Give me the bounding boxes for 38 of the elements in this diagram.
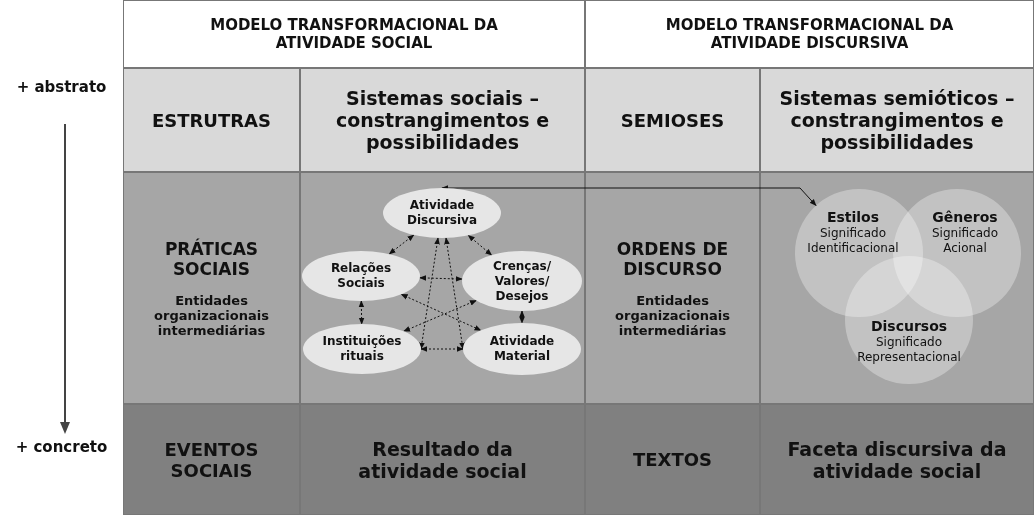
- axis-label: + concreto: [14, 438, 109, 456]
- node-title: Instituições rituais: [321, 334, 403, 364]
- arrow: [358, 300, 365, 325]
- arrow: [519, 310, 525, 324]
- node-text: Significado Acional: [931, 226, 999, 256]
- cell-text: Sistemas sociais – constrangimentos e possibilidades: [334, 87, 551, 153]
- arrow: [444, 237, 465, 350]
- row-label: PRÁTICAS SOCIAIS: [163, 238, 260, 279]
- node-title: Atividade Material: [488, 334, 556, 364]
- cell-text: Faceta discursiva da atividade social: [786, 437, 1008, 482]
- arrow: [419, 237, 440, 350]
- cell-subtext: Entidades organizacionais intermediárias: [153, 292, 270, 338]
- node-text: Significado Identificacional: [806, 226, 900, 256]
- row-label: SEMIOSES: [620, 109, 725, 131]
- node-text: Significado Representacional: [856, 335, 962, 365]
- arrow: [419, 275, 463, 282]
- row-label: ORDENS DE DISCURSO: [615, 238, 730, 279]
- header-text: MODELO TRANSFORMACIONAL DA ATIVIDADE SOCIAL: [209, 16, 499, 52]
- axis-label: + abstrato: [15, 78, 108, 96]
- row-label: EVENTOS SOCIAIS: [163, 438, 260, 481]
- header-text: MODELO TRANSFORMACIONAL DA ATIVIDADE DISCURSIVA: [664, 16, 955, 52]
- row-label: ESTRUTRAS: [151, 109, 272, 131]
- arrow: [467, 234, 493, 256]
- node-title: Crenças/ Valores/ Desejos: [491, 258, 553, 304]
- arrow: [441, 185, 817, 207]
- node-title: Gêneros: [931, 209, 999, 226]
- node-title: Atividade Discursiva: [406, 198, 478, 228]
- cell-subtext: Entidades organizacionais intermediárias: [614, 292, 731, 338]
- arrow: [388, 234, 415, 255]
- row-label: TEXTOS: [633, 449, 712, 470]
- node-title: Discursos: [869, 318, 949, 335]
- arrow: [420, 346, 464, 352]
- cell-text: Resultado da atividade social: [357, 437, 528, 482]
- cell-text: Sistemas semióticos – constrangimentos e possibilidades: [778, 87, 1016, 153]
- node-title: Relações Sociais: [329, 261, 393, 291]
- node-title: Estilos: [825, 209, 881, 226]
- arrow: [400, 293, 482, 331]
- arrow: [403, 299, 477, 332]
